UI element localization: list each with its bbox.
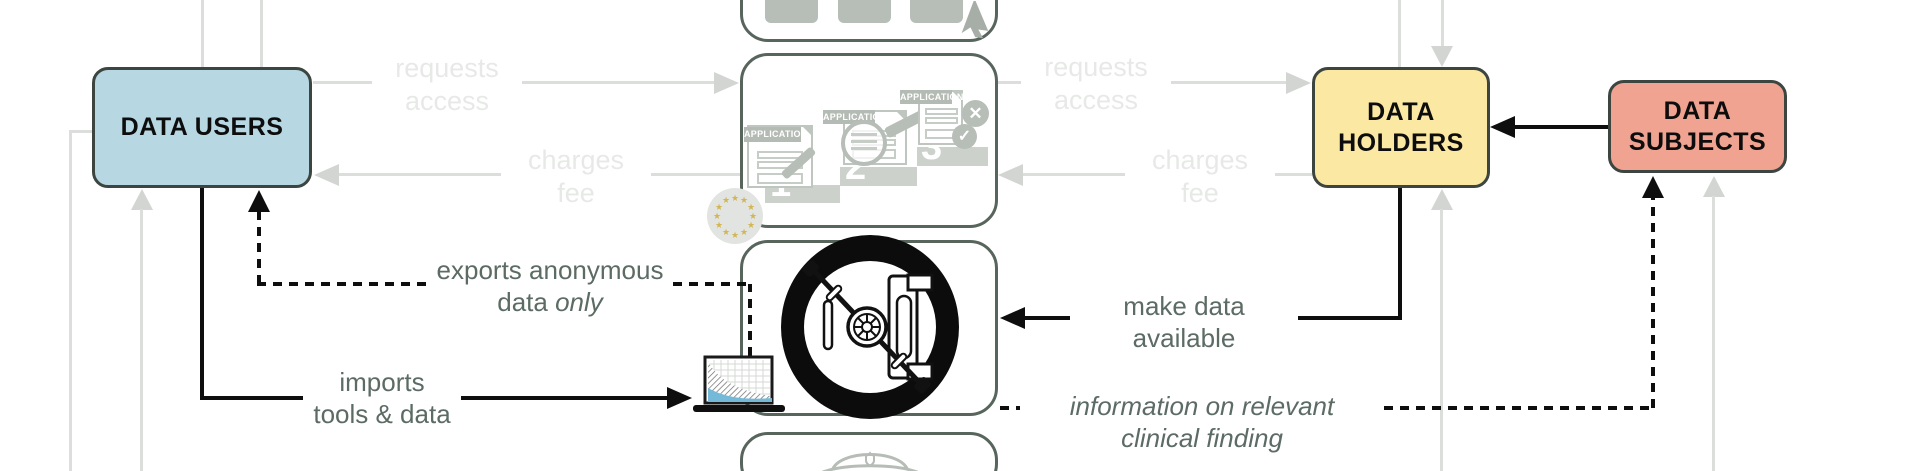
label-line: charges: [1151, 145, 1249, 175]
police-cap-icon: [821, 451, 919, 471]
svg-text:★: ★: [749, 212, 757, 222]
faded-right-arrow-into-app-box: [714, 72, 739, 94]
label-line: tools & data: [313, 399, 451, 429]
faded-up-arrow-into-users: [131, 189, 153, 210]
label-line: imports: [339, 367, 425, 397]
label-line: fee: [1181, 178, 1219, 208]
svg-text:★: ★: [747, 203, 755, 213]
make-data-line-vertical: [1398, 188, 1402, 320]
charges-fee-label-left: charges fee: [501, 144, 651, 210]
label-line: clinical finding: [1121, 423, 1283, 453]
application-header-3: APPLICATION: [900, 90, 964, 104]
faded-line-above-users-1: [201, 0, 204, 67]
option-tile-3: [910, 0, 963, 23]
vault-icon: [781, 235, 959, 419]
svg-text:★: ★: [747, 221, 755, 231]
svg-text:★: ★: [731, 194, 739, 204]
faded-left-arrow-into-users: [314, 164, 339, 186]
step-block-1: [765, 185, 840, 203]
page-fold: [951, 90, 963, 102]
data-holders-box: DATA HOLDERS: [1312, 67, 1490, 188]
data-holders-label: DATA HOLDERS: [1338, 97, 1464, 157]
application-header-1: APPLICATION: [744, 127, 807, 142]
cursor-icon: [961, 1, 989, 39]
faded-stem-below-users: [140, 209, 143, 471]
data-subjects-box: DATA SUBJECTS: [1608, 80, 1787, 173]
label-line: access: [404, 86, 490, 116]
clinical-finding-label: information on relevant clinical finding: [1020, 390, 1384, 453]
subjects-to-holders-arrowhead: [1490, 116, 1515, 138]
svg-text:★: ★: [715, 221, 723, 231]
exports-arrowhead: [248, 190, 270, 212]
exports-dashed-vertical: [257, 212, 261, 284]
faded-stem-above-holders-2: [1441, 0, 1444, 47]
faded-down-arrow-into-holders: [1431, 46, 1453, 67]
eu-flag-icon: ★★★ ★★★ ★★★ ★★★: [707, 188, 763, 244]
clinical-info-arrowhead: [1642, 176, 1664, 198]
faded-stem-below-subjects: [1712, 196, 1715, 471]
svg-text:★: ★: [740, 196, 748, 206]
label-line: requests: [1044, 52, 1148, 82]
label-line: exports anonymous: [436, 255, 664, 285]
imports-label: imports tools & data: [303, 366, 461, 432]
make-data-available-label: make data available: [1070, 290, 1298, 353]
faded-up-arrow-into-holders: [1431, 189, 1453, 210]
label-line: make data: [1123, 291, 1245, 321]
label-line: requests: [395, 53, 499, 83]
clinical-info-dashed-vertical: [1651, 198, 1655, 408]
exports-label: exports anonymous data only: [428, 254, 672, 320]
subjects-to-holders-line: [1513, 125, 1608, 129]
imports-arrowhead: [667, 387, 692, 409]
option-tile-2: [838, 0, 891, 23]
svg-text:★: ★: [713, 212, 721, 222]
data-subjects-label: DATA SUBJECTS: [1628, 96, 1767, 156]
label-line: charges: [527, 145, 625, 175]
cross-icon: ✕: [962, 100, 989, 127]
magnifier-icon: [841, 120, 887, 166]
label-line: data only: [497, 287, 603, 317]
label-line: access: [1053, 85, 1139, 115]
faded-up-arrow-into-subjects: [1703, 176, 1725, 197]
svg-text:★: ★: [722, 228, 730, 238]
option-tile-1: [765, 0, 818, 23]
requests-access-label-right: requests access: [1021, 51, 1171, 117]
label-line: available: [1132, 323, 1236, 353]
imports-line-vertical: [200, 188, 204, 400]
step-block-2: [840, 167, 917, 186]
faded-right-arrow-into-holders: [1286, 72, 1311, 94]
check-icon: ✓: [952, 124, 977, 149]
faded-stem-below-holders: [1440, 209, 1443, 471]
exports-dashed-drop: [748, 284, 752, 356]
faded-line-above-holders-1: [1398, 0, 1401, 67]
faded-left-arrow-into-app-box: [998, 164, 1023, 186]
data-users-box: DATA USERS: [92, 67, 312, 188]
faded-line-above-users-2: [260, 0, 263, 67]
make-data-arrowhead: [1000, 307, 1025, 329]
svg-text:★: ★: [722, 196, 730, 206]
step-block-3: [917, 147, 988, 166]
requests-access-label-left: requests access: [372, 52, 522, 118]
laptop-chart-icon: [693, 355, 785, 412]
faded-connector-left-edge: [69, 130, 93, 133]
label-line: fee: [557, 178, 595, 208]
charges-fee-label-right: charges fee: [1125, 144, 1275, 210]
svg-text:★: ★: [740, 228, 748, 238]
data-users-label: DATA USERS: [120, 113, 284, 141]
label-line: information on relevant: [1069, 391, 1335, 421]
svg-text:★: ★: [731, 231, 739, 241]
faded-line-left-edge: [69, 130, 72, 471]
svg-text:★: ★: [715, 203, 723, 213]
page-fold: [801, 125, 813, 137]
